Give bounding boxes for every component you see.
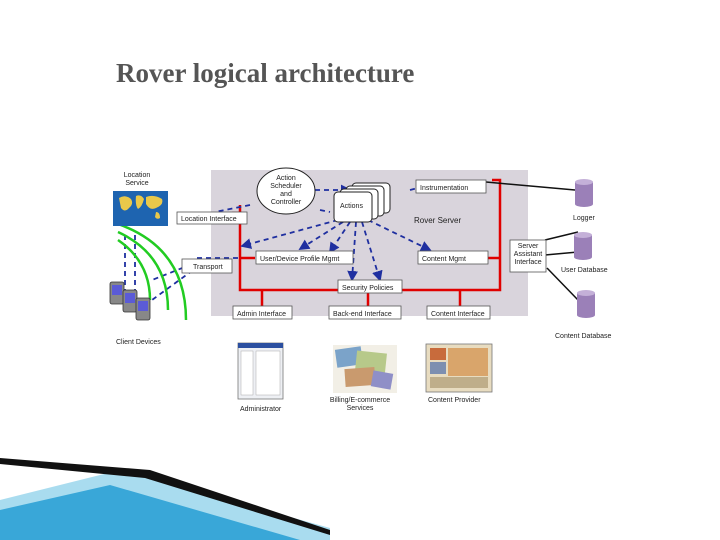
admin-interface-label: Admin Interface — [237, 311, 286, 318]
actions-label: Actions — [340, 203, 363, 210]
profile-mgmt-box — [255, 250, 354, 265]
content-database-icon — [577, 290, 595, 318]
content-provider-label: Content Provider — [428, 397, 481, 404]
server-assistant-box — [509, 239, 547, 273]
slide-accent-bars — [0, 458, 330, 540]
text-line: and — [280, 191, 292, 198]
text-line: Location — [124, 172, 151, 179]
content-mgmt-label: Content Mgmt — [422, 256, 466, 263]
billing-services-icon — [333, 345, 397, 393]
logger-label: Logger — [573, 215, 595, 222]
red-bus-lines — [232, 178, 502, 310]
slide-title: Rover logical architecture — [116, 58, 415, 88]
user-database-label: User Database — [561, 267, 608, 274]
logger-database-icon — [575, 179, 593, 207]
location-service-map — [113, 191, 168, 226]
text-line: Controller — [271, 199, 302, 206]
text-line: Server — [518, 243, 539, 250]
content-interface-label: Content Interface — [431, 311, 485, 318]
action-controller-ellipse — [256, 167, 316, 215]
client-devices-label: Client Devices — [116, 339, 161, 346]
text-line: Billing/E-commerce — [330, 397, 390, 404]
backend-interface-label: Back-end Interface — [333, 311, 392, 318]
admin-interface-box — [232, 305, 293, 320]
text-line: Service — [125, 180, 148, 187]
text-line: Interface — [514, 259, 541, 266]
content-provider-screen-icon — [425, 343, 493, 393]
administrator-label: Administrator — [240, 406, 282, 413]
text-line: Scheduler — [270, 183, 302, 190]
rover-server-label: Rover Server — [414, 216, 461, 225]
transport-label: Transport — [193, 264, 223, 271]
instrumentation-label: Instrumentation — [420, 185, 468, 192]
wireless-arcs — [117, 222, 188, 321]
text-line: Assistant — [514, 251, 542, 258]
user-database-icon — [574, 232, 592, 260]
content-mgmt-box — [417, 250, 489, 265]
actions-stack — [333, 182, 391, 223]
backend-interface-box — [328, 305, 402, 320]
text-line: Action — [276, 175, 296, 182]
location-interface-label: Location Interface — [181, 216, 237, 223]
content-interface-box — [426, 305, 491, 320]
content-database-label: Content Database — [555, 333, 612, 340]
location-interface-box — [176, 211, 248, 225]
security-policies-label: Security Policies — [342, 285, 394, 292]
client-devices-icon — [109, 281, 151, 321]
security-policies-box — [337, 279, 403, 294]
text-line: Services — [347, 405, 374, 412]
transport-box — [181, 258, 233, 274]
profile-mgmt-label: User/Device Profile Mgmt — [260, 256, 339, 263]
administrator-screen-icon — [237, 342, 284, 400]
instrumentation-box — [415, 179, 487, 194]
